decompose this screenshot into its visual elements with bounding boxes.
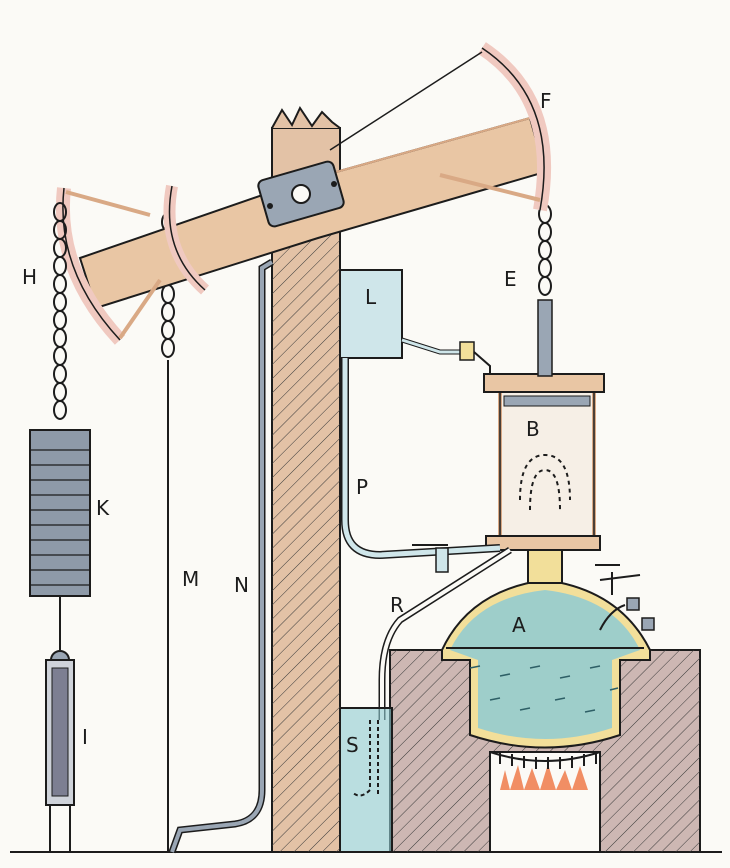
cylinder bbox=[483, 373, 605, 551]
label-a: A bbox=[512, 613, 526, 637]
label-h: H bbox=[22, 265, 37, 289]
boiler bbox=[441, 537, 655, 749]
label-i: I bbox=[82, 725, 88, 749]
label-r: R bbox=[390, 593, 404, 617]
label-k: K bbox=[96, 496, 110, 520]
label-l: L bbox=[365, 285, 377, 309]
beam bbox=[55, 42, 552, 345]
label-m: M bbox=[182, 567, 199, 591]
label-f: F bbox=[540, 89, 552, 113]
label-p: P bbox=[356, 475, 368, 499]
pump-rod bbox=[161, 212, 175, 852]
pipe-n bbox=[168, 258, 274, 854]
injection-pipe bbox=[341, 358, 501, 573]
piston-rod-and-chain bbox=[537, 204, 553, 377]
furnace-fire bbox=[489, 751, 601, 790]
label-b: B bbox=[526, 417, 540, 441]
label-e: E bbox=[504, 267, 517, 291]
hot-well bbox=[339, 707, 393, 853]
injection-tank bbox=[339, 269, 491, 375]
label-s: S bbox=[346, 733, 359, 757]
label-n: N bbox=[234, 573, 249, 597]
eduction-pipe bbox=[378, 547, 512, 720]
support-post bbox=[271, 105, 341, 853]
counterweight-assembly bbox=[29, 202, 91, 852]
